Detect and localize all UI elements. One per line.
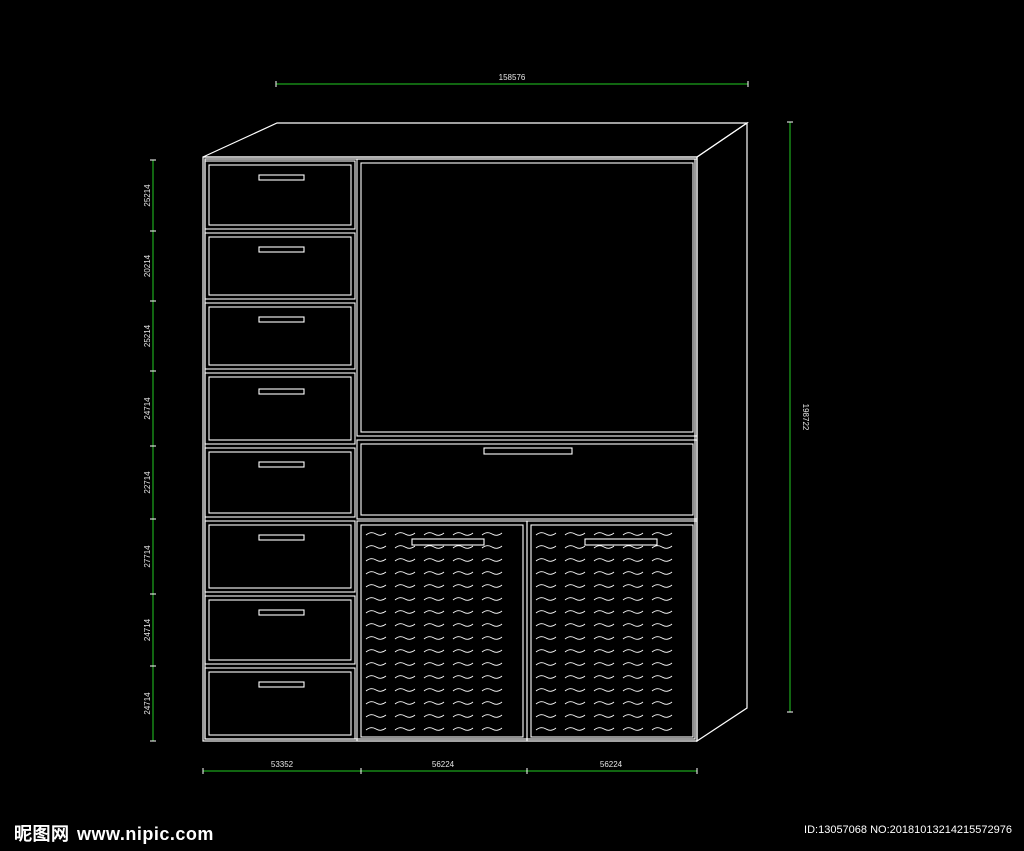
watermark-logo: 昵图网 www.nipic.com xyxy=(14,820,214,846)
bottom-segment-label-1: 53352 xyxy=(271,760,294,769)
left-door-handle xyxy=(411,538,485,546)
middle-drawer-handle xyxy=(483,447,573,455)
drawer-2 xyxy=(204,232,356,300)
left-segment-label-6: 27714 xyxy=(143,545,152,568)
left-segment-label-8: 24714 xyxy=(143,692,152,715)
cabinet-front-frame xyxy=(202,156,698,742)
drawer-6 xyxy=(204,520,356,593)
drawer-handle xyxy=(258,174,305,181)
drawer-1 xyxy=(204,160,356,230)
watermark-image-id: ID:13057068 NO:20181013214215572976 xyxy=(804,824,1012,836)
drawer-handle xyxy=(258,316,305,323)
right-door-handle xyxy=(584,538,658,546)
left-segment-label-1: 25214 xyxy=(143,184,152,207)
drawer-3 xyxy=(204,302,356,370)
left-segment-label-2: 20214 xyxy=(143,254,152,277)
cabinet-front-frame-inner xyxy=(204,158,696,740)
lower-door-right xyxy=(526,520,698,742)
middle-wide-drawer xyxy=(356,439,698,520)
watermark-site-glyphs: 昵图网 xyxy=(14,824,70,845)
left-door-texture xyxy=(365,532,503,731)
right-door-texture xyxy=(535,532,673,731)
watermark-site-url: www.nipic.com xyxy=(77,824,214,844)
cabinet-side-face xyxy=(696,121,748,743)
upper-open-compartment xyxy=(356,158,698,437)
lower-door-left xyxy=(356,520,528,742)
drawer-handle xyxy=(258,534,305,541)
drawer-handle xyxy=(258,609,305,616)
bottom-segment-label-2: 56224 xyxy=(432,760,455,769)
drawer-7 xyxy=(204,595,356,665)
left-segment-label-5: 22714 xyxy=(143,471,152,494)
bottom-segment-label-3: 56224 xyxy=(600,760,623,769)
overall-height-label: 198722 xyxy=(801,404,810,431)
drawer-handle xyxy=(258,461,305,468)
drawer-handle xyxy=(258,681,305,688)
left-segment-label-4: 24714 xyxy=(143,397,152,420)
drawer-handle xyxy=(258,246,305,253)
drawer-8 xyxy=(204,667,356,740)
left-segment-label-7: 24714 xyxy=(143,618,152,641)
drawer-handle xyxy=(258,388,305,395)
cabinet-top-face xyxy=(202,122,749,158)
drawer-4 xyxy=(204,372,356,445)
drawer-5 xyxy=(204,447,356,518)
left-segment-label-3: 25214 xyxy=(143,324,152,347)
overall-width-label: 158576 xyxy=(499,73,526,82)
drawer-column xyxy=(204,160,356,740)
